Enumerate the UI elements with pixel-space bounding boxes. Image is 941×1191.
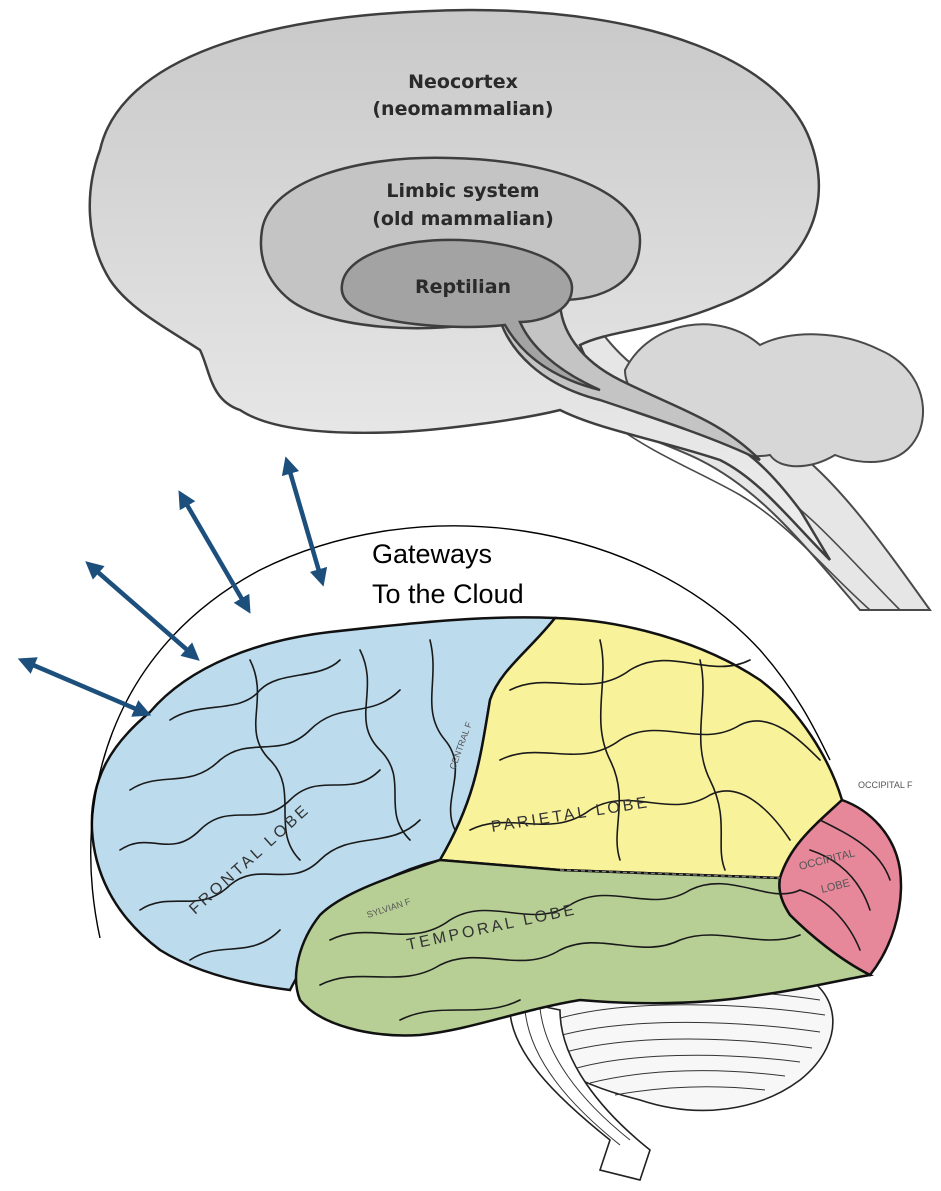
- reptilian-label: Reptilian: [415, 276, 511, 298]
- arrow-4: [288, 465, 321, 578]
- limbic-label: Limbic system: [386, 180, 539, 202]
- cerebrum: FRONTAL LOBE PARIETAL LOBE TEMPORAL LOBE…: [92, 617, 913, 1180]
- arrow-1: [26, 662, 143, 712]
- gateway-label-line1: Gateways: [372, 539, 492, 569]
- neocortex-label: Neocortex: [408, 71, 518, 93]
- arrow-2: [92, 567, 193, 655]
- arrow-3: [183, 498, 246, 606]
- limbic-sublabel: (old mammalian): [372, 208, 554, 230]
- triune-brain: Neocortex (neomammalian) Limbic system (…: [90, 10, 930, 610]
- occipital-fissure-label: OCCIPITAL F: [858, 780, 913, 790]
- gateway-label-line2: To the Cloud: [372, 579, 524, 609]
- neocortex-sublabel: (neomammalian): [372, 98, 553, 120]
